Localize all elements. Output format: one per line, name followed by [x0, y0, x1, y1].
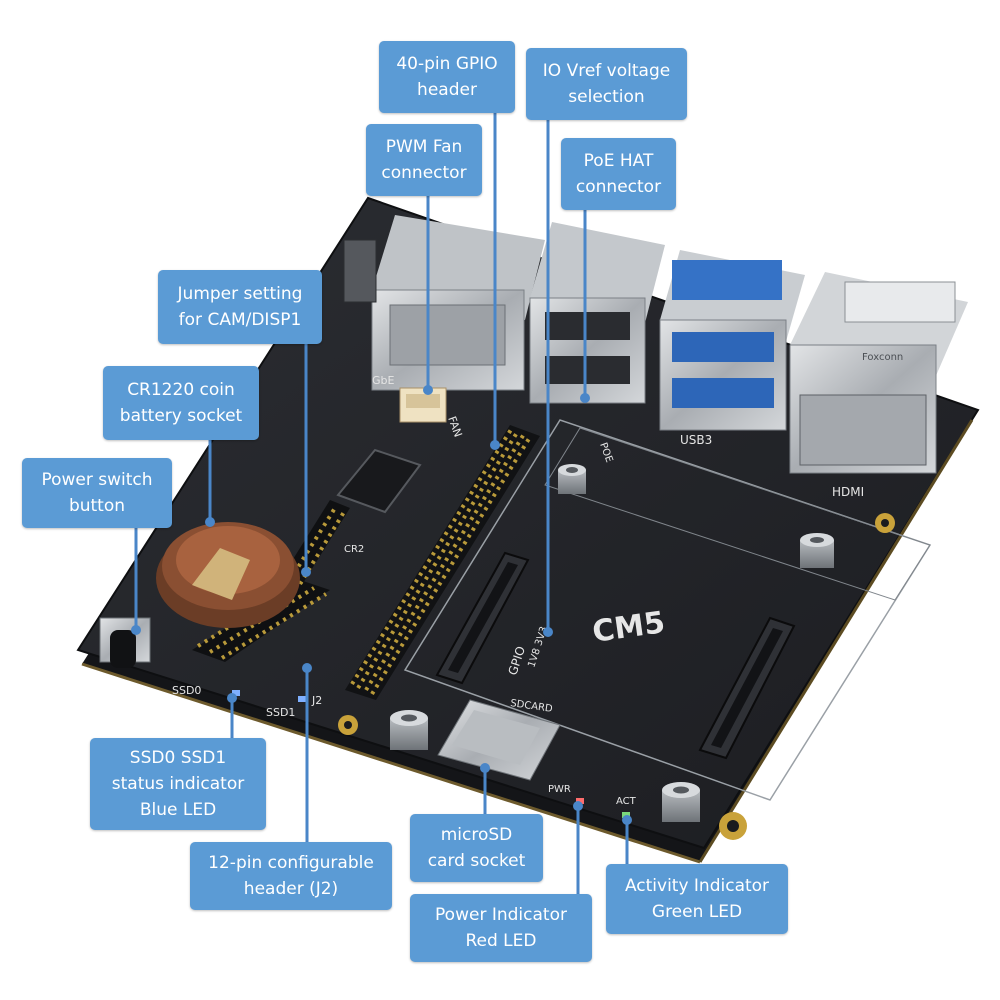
- controller-chip: [336, 448, 422, 514]
- usb3-label: USB3: [680, 433, 712, 447]
- callout-coin-battery: CR1220 coin battery socket: [103, 366, 259, 440]
- leader-dots: [131, 385, 632, 825]
- usb2-port: [529, 222, 665, 404]
- usb3-port: [659, 250, 805, 431]
- leds: [232, 690, 630, 818]
- callout-microsd: microSD card socket: [410, 814, 543, 882]
- foxconn-label: Foxconn: [862, 352, 903, 363]
- cr2-label: CR2: [344, 544, 364, 555]
- fan-connector: [399, 387, 447, 423]
- gbe-label: GbE: [372, 374, 395, 387]
- standoffs: [390, 464, 834, 822]
- callout-activity-led: Activity Indicator Green LED: [606, 864, 788, 934]
- gpio-header: [345, 425, 540, 700]
- ethernet-port: [343, 215, 545, 391]
- leader-lines: [134, 111, 629, 897]
- pwr-label: PWR: [548, 784, 571, 795]
- callout-ssd-leds: SSD0 SSD1 status indicator Blue LED: [90, 738, 266, 830]
- cm5-connectors: [435, 551, 796, 760]
- power-switch: [99, 617, 151, 668]
- coin-battery-socket: [156, 522, 300, 628]
- mounting-holes: [338, 513, 895, 840]
- callout-power-led: Power Indicator Red LED: [410, 894, 592, 962]
- callout-header-j2: 12-pin configurable header (J2): [190, 842, 392, 910]
- ssd1-label: SSD1: [266, 706, 295, 719]
- j2-label: J2: [311, 694, 322, 707]
- hdmi-label: HDMI: [832, 485, 864, 499]
- act-label: ACT: [616, 796, 637, 807]
- ssd0-label: SSD0: [172, 684, 201, 697]
- callout-power-switch: Power switch button: [22, 458, 172, 528]
- callout-jumper-cam: Jumper setting for CAM/DISP1: [158, 270, 322, 344]
- callout-pwm-fan: PWM Fan connector: [366, 124, 482, 196]
- callout-poe-hat: PoE HAT connector: [561, 138, 676, 210]
- hdmi-port: [789, 272, 968, 474]
- callout-gpio-header: 40-pin GPIO header: [379, 41, 515, 113]
- microsd-socket: [437, 699, 561, 781]
- callout-io-vref: IO Vref voltage selection: [526, 48, 687, 120]
